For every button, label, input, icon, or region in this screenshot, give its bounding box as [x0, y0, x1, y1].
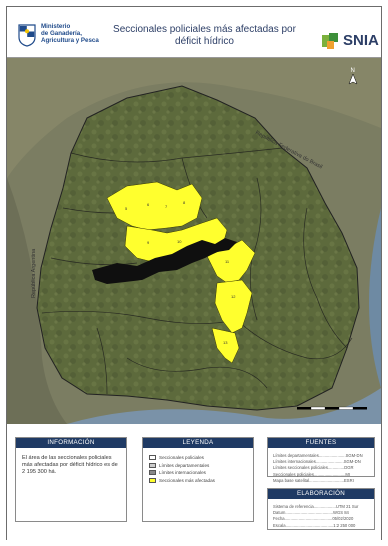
sources-panel: FUENTES Límites departamentales.........… — [267, 437, 375, 483]
svg-text:11: 11 — [225, 259, 230, 264]
source-item: Límites departamentales.................… — [273, 453, 363, 458]
info-heading: INFORMACIÓN — [16, 438, 126, 448]
info-text: El área de las seccionales policiales má… — [22, 455, 118, 475]
ministry-line1: Ministerio — [41, 23, 71, 30]
section-labels: 5 6 7 8 9 10 11 12 13 — [125, 200, 236, 345]
svg-text:12: 12 — [231, 294, 236, 299]
snia-mark-icon — [322, 33, 338, 49]
legend-swatch — [149, 477, 156, 483]
legend-swatch — [149, 462, 156, 468]
elaboration-panel: ELABORACIÓN Sistema de referencia.......… — [267, 488, 375, 530]
legend-panel: LEYENDA Seccionales policiales Límites d… — [142, 437, 254, 522]
svg-text:5: 5 — [125, 206, 128, 211]
elaboration-list: Sistema de referencia...................… — [268, 499, 374, 529]
north-arrow-label: N — [351, 68, 355, 74]
title-line1: Seccionales policiales más afectadas por — [113, 24, 296, 35]
svg-text:9: 9 — [147, 240, 150, 245]
ministry-line3: Agricultura y Pesca — [41, 37, 99, 44]
legend-item: Límites departamentales — [149, 462, 247, 470]
ministry-line2: de Ganadería, — [41, 30, 82, 37]
sources-heading: FUENTES — [268, 438, 374, 448]
legend-label: Límites departamentales — [159, 462, 210, 468]
elaboration-item: Fecha...................................… — [273, 516, 354, 522]
source-item: Seccionales policiales..................… — [273, 471, 351, 477]
source-item: Límites internacionales.................… — [273, 459, 361, 465]
elaboration-heading: ELABORACIÓN — [268, 489, 374, 499]
elaboration-item: Sistema de referencia...................… — [273, 504, 359, 509]
legend-list: Seccionales policiales Límites departame… — [143, 448, 253, 484]
uruguay-map: 5 6 7 8 9 10 11 12 13 N — [7, 58, 381, 424]
legend-item: Seccionales más afectadas — [149, 477, 247, 485]
legend-item: Seccionales policiales — [149, 454, 247, 462]
svg-text:6: 6 — [147, 202, 150, 207]
source-item: Mapa base satelital.....................… — [273, 477, 354, 483]
svg-text:7: 7 — [165, 204, 168, 209]
legend-label: Límites internacionales — [159, 470, 206, 475]
title-line2: déficit hídrico — [175, 36, 234, 47]
scale-bar — [297, 406, 367, 410]
snia-text: SNIA — [343, 32, 379, 49]
ministry-seal-icon — [18, 24, 36, 47]
legend-label: Seccionales policiales — [159, 455, 204, 460]
map-header: Ministerio de Ganadería, Agricultura y P… — [7, 7, 381, 58]
ministry-logo: Ministerio de Ganadería, Agricultura y P… — [17, 21, 99, 51]
legend-item: Límites internacionales — [149, 469, 247, 477]
bottom-panels: INFORMACIÓN El área de las seccionales p… — [7, 425, 381, 540]
legend-swatch — [149, 455, 156, 461]
elaboration-item: Escala..................................… — [273, 522, 356, 528]
svg-text:8: 8 — [183, 200, 186, 205]
source-item: Límites seccionales policiales..........… — [273, 465, 354, 471]
legend-heading: LEYENDA — [143, 438, 253, 448]
info-panel: INFORMACIÓN El área de las seccionales p… — [15, 437, 127, 522]
rio-de-la-plata — [67, 388, 381, 424]
argentina-territory — [7, 178, 67, 424]
snia-logo: SNIA — [321, 31, 388, 51]
north-arrow-icon — [348, 73, 358, 85]
legend-label: Seccionales más afectadas — [159, 477, 215, 483]
map-title: Seccionales policiales más afectadas por… — [102, 24, 307, 48]
atlantic-ocean — [369, 208, 381, 388]
legend-swatch — [149, 470, 156, 476]
brazil-territory — [7, 58, 381, 178]
label-argentina: República Argentina — [31, 248, 37, 298]
rio-negro-reservoir — [92, 238, 237, 284]
svg-text:10: 10 — [177, 239, 182, 244]
elaboration-item: Datum...................................… — [273, 510, 349, 516]
svg-text:13: 13 — [223, 340, 228, 345]
sources-list: Límites departamentales.................… — [268, 448, 374, 484]
